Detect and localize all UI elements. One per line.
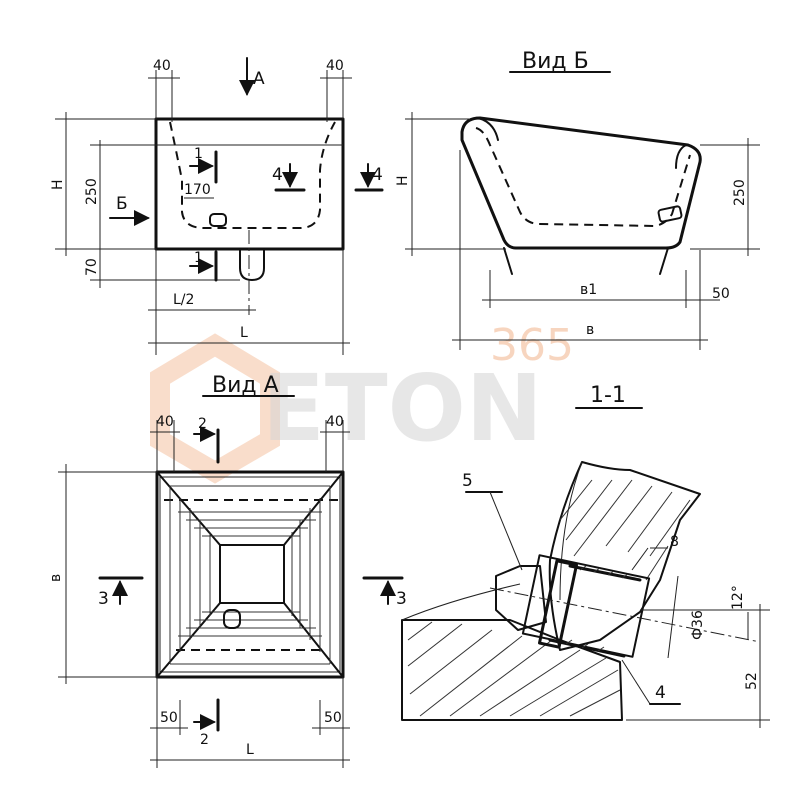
dim-top-left-flange: 40 <box>156 414 174 430</box>
dim-side-b1: в1 <box>580 282 597 298</box>
front-section-1-top: 1 <box>194 146 203 162</box>
dim-side-b: в <box>586 322 594 338</box>
section-title: 1-1 <box>590 383 626 408</box>
side-view-title: Вид Б <box>522 49 589 74</box>
callout-5: 5 <box>462 471 473 491</box>
dim-front-250: 250 <box>84 178 100 205</box>
callout-4: 4 <box>655 683 666 703</box>
dim-side-50: 50 <box>712 286 730 302</box>
dim-angle: 12° <box>730 585 746 610</box>
front-section-1-bottom: 1 <box>194 250 203 266</box>
top-view-inner-walls <box>169 485 331 665</box>
front-arrow-b: Б <box>116 194 128 214</box>
callout-8: 8 <box>670 534 679 550</box>
dim-front-left-flange: 40 <box>153 58 171 74</box>
front-view: 40 40 А H 250 70 Б 1 170 1 4 <box>50 57 384 355</box>
watermark-logo-icon <box>150 333 280 484</box>
front-arrow-a: А <box>253 69 265 89</box>
top-view-title: Вид А <box>212 373 279 398</box>
dim-top-width: в <box>48 574 64 582</box>
dim-front-half-length: L/2 <box>173 292 194 308</box>
dim-52: 52 <box>744 672 760 690</box>
dim-front-70: 70 <box>84 258 100 276</box>
front-section-4-left: 4 <box>272 165 283 185</box>
top-section-2-top: 2 <box>198 416 207 432</box>
watermark: ETON 365 <box>150 320 574 484</box>
upper-concrete-hatch <box>559 479 691 581</box>
dim-top-right-bottom: 50 <box>324 710 342 726</box>
dim-front-height: H <box>50 179 66 190</box>
dim-side-250: 250 <box>732 179 748 206</box>
watermark-word: ETON <box>262 355 543 462</box>
dim-top-length: L <box>246 742 254 758</box>
top-view: Вид А <box>48 373 407 768</box>
top-section-2-bottom: 2 <box>200 732 209 748</box>
top-section-3-left: 3 <box>98 589 109 609</box>
top-section-3-right: 3 <box>396 589 407 609</box>
dim-side-height: H <box>395 175 411 186</box>
front-dim-170: 170 <box>184 182 211 198</box>
dim-diameter: Ф36 <box>690 610 706 640</box>
section-1-1: 1-1 <box>401 383 770 728</box>
pipe-liner-hatch <box>565 565 629 652</box>
dim-top-right-flange: 40 <box>326 414 344 430</box>
watermark-number: 365 <box>490 320 574 371</box>
dim-front-right-flange: 40 <box>326 58 344 74</box>
dim-top-left-bottom: 50 <box>160 710 178 726</box>
side-view: Вид Б H 250 в1 50 в <box>395 49 760 350</box>
lower-concrete-hatch <box>407 621 621 717</box>
front-section-4-right: 4 <box>372 165 383 185</box>
dim-front-length: L <box>240 325 248 341</box>
